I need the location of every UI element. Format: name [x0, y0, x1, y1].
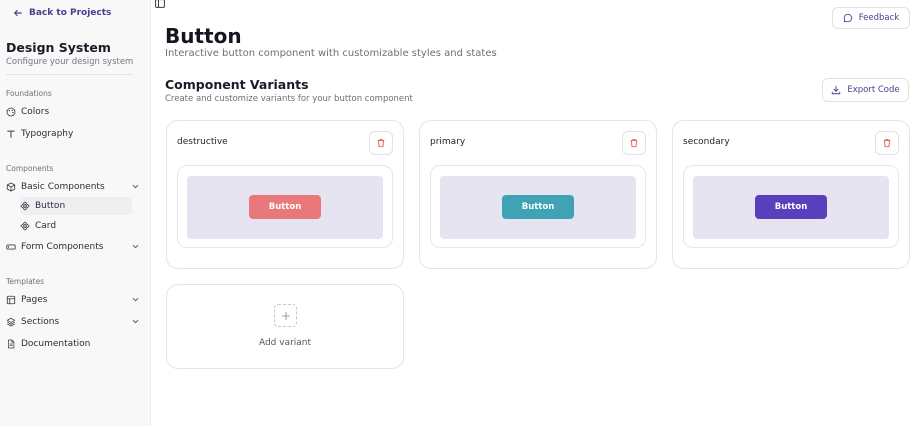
preview-button[interactable]: Button [249, 195, 321, 219]
variant-name: primary [430, 137, 466, 147]
variant-name: destructive [177, 137, 228, 147]
sidebar-item-label: Pages [21, 295, 48, 305]
sidebar-item-basic-components[interactable]: Basic Components [6, 178, 140, 196]
delete-variant-button[interactable] [369, 131, 393, 155]
add-variant-label: Add variant [258, 338, 312, 348]
sidebar-item-label: Typography [21, 129, 74, 139]
chevron-down-icon [132, 297, 139, 302]
variant-name: secondary [683, 137, 730, 147]
layers-icon [6, 317, 16, 327]
sidebar-item-pages[interactable]: Pages [6, 291, 140, 309]
trash-icon [883, 139, 891, 148]
variant-preview: Button [177, 165, 393, 248]
chevron-down-icon [132, 184, 139, 189]
sidebar-item-label: Card [35, 221, 57, 231]
feedback-button[interactable]: Feedback [832, 7, 910, 29]
text-icon [7, 130, 15, 138]
back-to-projects-link[interactable]: Back to Projects [13, 8, 111, 18]
delete-variant-button[interactable] [875, 131, 899, 155]
box-icon [6, 182, 16, 192]
component-icon [20, 221, 30, 231]
sidebar-item-label: Colors [21, 107, 50, 117]
section-label-components: Components [6, 164, 54, 173]
form-input-icon [6, 244, 16, 250]
section-label-foundations: Foundations [6, 89, 52, 98]
sidebar-item-colors[interactable]: Colors [6, 103, 140, 121]
add-variant-card[interactable]: Add variant [166, 284, 404, 369]
layout-icon [6, 295, 16, 305]
sidebar-item-label: Documentation [21, 339, 91, 349]
section-label-templates: Templates [6, 277, 45, 286]
sidebar-divider [6, 74, 133, 75]
plus-icon [281, 311, 290, 320]
trash-icon [630, 139, 638, 148]
export-code-label: Export Code [847, 85, 900, 95]
delete-variant-button[interactable] [622, 131, 646, 155]
sidebar-item-card[interactable]: Card [20, 217, 132, 235]
page-title: Button [165, 24, 242, 48]
preview-canvas: Button [693, 176, 889, 239]
download-icon [832, 85, 841, 95]
trash-icon [377, 139, 385, 148]
variant-card-secondary: secondary Button [672, 120, 910, 269]
component-variants-title: Component Variants [165, 77, 309, 92]
preview-canvas: Button [187, 176, 383, 239]
sidebar-item-button[interactable]: Button [20, 197, 132, 215]
back-to-projects-label: Back to Projects [29, 8, 112, 18]
sidebar-item-label: Basic Components [21, 182, 105, 192]
sidebar-item-typography[interactable]: Typography [6, 125, 140, 143]
sidebar-item-form-components[interactable]: Form Components [6, 238, 140, 256]
page-subtitle: Interactive button component with custom… [165, 48, 497, 59]
design-system-title: Design System [6, 40, 111, 55]
sidebar: Back to Projects Design System Configure… [0, 0, 151, 426]
chevron-down-icon [132, 319, 139, 324]
feedback-label: Feedback [858, 13, 900, 23]
design-system-subtitle: Configure your design system [6, 57, 134, 67]
sidebar-toggle-icon[interactable] [155, 0, 165, 8]
message-circle-icon [843, 13, 852, 23]
sidebar-item-sections[interactable]: Sections [6, 313, 140, 331]
sidebar-item-label: Form Components [21, 242, 104, 252]
chevron-down-icon [132, 244, 139, 249]
sidebar-item-label: Button [35, 201, 66, 211]
add-variant-plus-box [274, 304, 297, 327]
sidebar-item-label: Sections [21, 317, 60, 327]
preview-button[interactable]: Button [502, 195, 574, 219]
export-code-button[interactable]: Export Code [822, 78, 909, 102]
sidebar-item-documentation[interactable]: Documentation [6, 335, 140, 353]
component-variants-subtitle: Create and customize variants for your b… [165, 94, 413, 104]
variant-preview: Button [430, 165, 646, 248]
preview-canvas: Button [440, 176, 636, 239]
arrow-left-icon [14, 9, 22, 17]
palette-icon [6, 107, 16, 117]
file-text-icon [8, 339, 15, 349]
variant-card-primary: primary Button [419, 120, 657, 269]
preview-button[interactable]: Button [755, 195, 827, 219]
variant-card-destructive: destructive Button [166, 120, 404, 269]
component-icon [20, 201, 30, 211]
variant-preview: Button [683, 165, 899, 248]
